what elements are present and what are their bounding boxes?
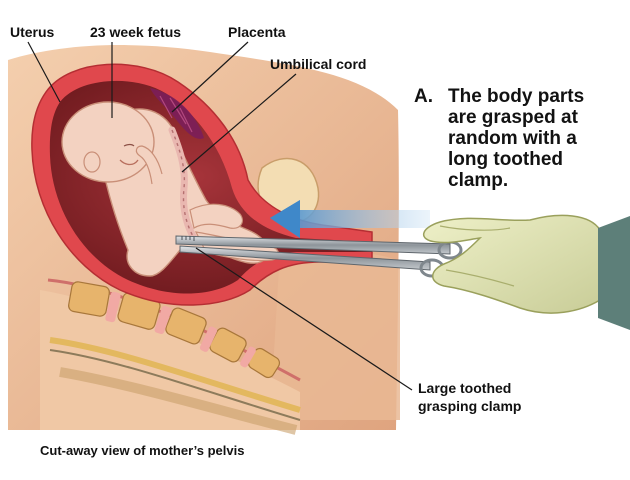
placenta xyxy=(150,88,204,139)
umbilical-cord xyxy=(168,126,198,242)
toothed-clamp xyxy=(175,235,463,278)
spine xyxy=(40,278,301,435)
caption: Cut-away view of mother’s pelvis xyxy=(40,443,245,458)
uterus-label: Uterus xyxy=(10,24,55,40)
gloved-hand xyxy=(423,214,630,330)
step-line: clamp. xyxy=(448,170,509,191)
step-letter: A. xyxy=(414,86,433,107)
placenta-label: Placenta xyxy=(228,24,286,40)
step-line: long toothed xyxy=(448,149,564,170)
step-line: are grasped at xyxy=(448,107,578,128)
perineum-tissue xyxy=(270,250,400,420)
step-line: random with a xyxy=(448,128,577,149)
sleeve xyxy=(598,216,630,330)
step-text: The body parts are grasped at random wit… xyxy=(448,86,630,191)
clamp-label-line-1: Large toothed xyxy=(418,380,512,396)
leader-lines xyxy=(27,41,413,391)
umbilical-cord-label: Umbilical cord xyxy=(270,56,367,72)
step-line: The body parts xyxy=(448,86,585,107)
clamp-label-line-2: grasping clamp xyxy=(418,398,522,414)
fetus-label: 23 week fetus xyxy=(90,24,182,40)
direction-arrow xyxy=(270,200,430,238)
